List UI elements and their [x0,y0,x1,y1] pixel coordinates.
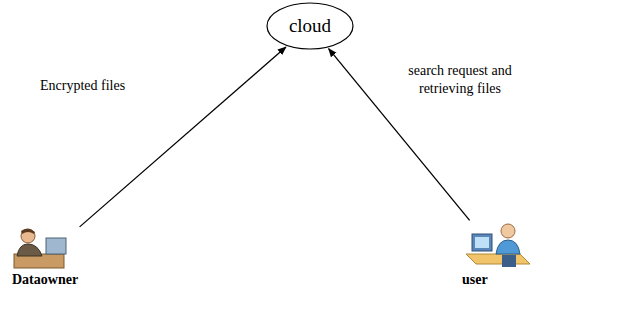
edge-label: search request and retrieving files [378,62,542,97]
actor-figure: Dataowner [12,226,78,288]
actor-figure: user [462,222,534,288]
arrow-connector [80,47,286,227]
dataowner-icon [12,226,74,272]
actor-label: user [462,272,534,288]
cloud-ellipse: cloud [266,2,354,50]
edge-label: Encrypted files [38,77,127,95]
actor-label: Dataowner [12,272,78,288]
user-icon [462,222,534,272]
node-label: cloud [289,15,331,37]
